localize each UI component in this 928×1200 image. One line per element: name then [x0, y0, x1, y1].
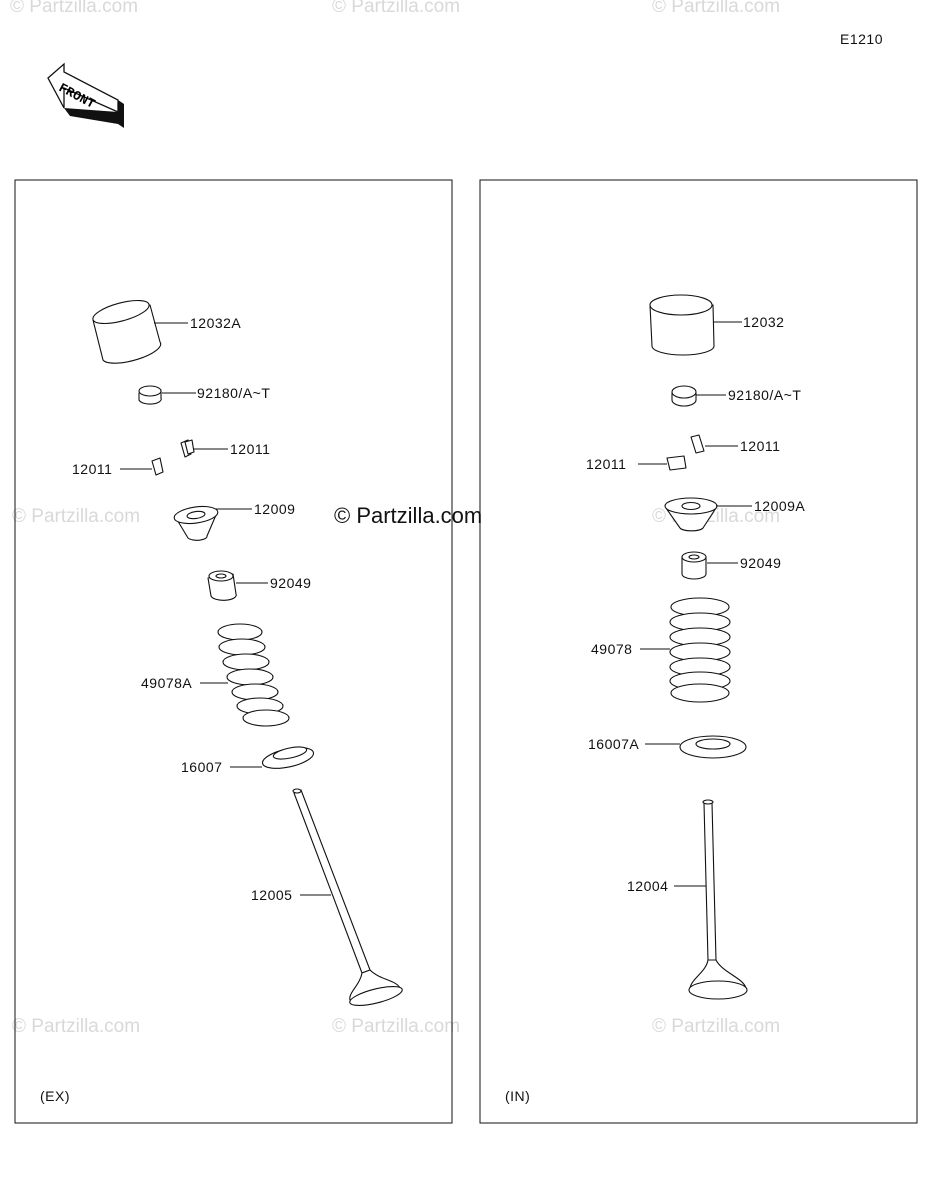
part-number: 92049: [270, 575, 311, 591]
valve-seal-icon: [681, 551, 707, 580]
watermark: © Partzilla.com: [332, 1016, 460, 1037]
part-number: 92180/A~T: [197, 385, 270, 401]
keeper-icon: [690, 434, 705, 454]
part-number: 92180/A~T: [728, 387, 801, 403]
part-number: 92049: [740, 555, 781, 571]
panel-tag: (EX): [40, 1088, 70, 1104]
spring-seat-icon: [679, 735, 747, 759]
exhaust-valve-icon: [292, 788, 403, 1006]
watermark: © Partzilla.com: [652, 1016, 780, 1037]
panel-tag: (IN): [505, 1088, 530, 1104]
part-number: 49078A: [141, 675, 192, 691]
valve-spring-icon: [217, 623, 290, 727]
part-number: 12005: [251, 887, 292, 903]
part-number: 12032: [743, 314, 784, 330]
part-number: 12011: [72, 461, 112, 477]
exhaust-panel: [14, 179, 453, 1124]
shim-icon: [671, 385, 697, 407]
watermarks: © Partzilla.com © Partzilla.com © Partzi…: [10, 0, 780, 1037]
part-number: 49078: [591, 641, 632, 657]
part-number: 12011: [740, 438, 780, 454]
valve-seal-icon: [207, 570, 237, 601]
front-arrow-icon: FRONT: [47, 62, 124, 128]
intake-parts: 12032 92180/A~T 12011 12011 12009A: [505, 294, 805, 1104]
keeper-icon: [666, 455, 687, 471]
part-number: 12032A: [190, 315, 241, 331]
watermark: © Partzilla.com: [652, 0, 780, 17]
exhaust-parts: 12032A 92180/A~T 12011 12011 12009: [40, 299, 403, 1104]
watermark: © Partzilla.com: [10, 0, 138, 17]
diagram-code: E1210: [840, 31, 883, 47]
spring-seat-icon: [261, 746, 315, 769]
intake-panel: [479, 179, 918, 1124]
tappet-icon: [92, 299, 162, 364]
part-number: 12011: [586, 456, 626, 472]
watermark: © Partzilla.com: [12, 506, 140, 527]
watermark: © Partzilla.com: [12, 1016, 140, 1037]
part-number: 16007A: [588, 736, 639, 752]
watermark: © Partzilla.com: [332, 0, 460, 17]
shim-icon: [138, 385, 162, 405]
part-number: 12011: [230, 441, 270, 457]
part-number: 12009: [254, 501, 295, 517]
retainer-icon: [664, 497, 718, 532]
part-number: 12004: [627, 878, 668, 894]
valve-spring-icon: [669, 597, 731, 703]
part-number: 16007: [181, 759, 222, 775]
keeper-icon: [151, 457, 164, 476]
retainer-icon: [173, 505, 219, 541]
brand-text: © Partzilla.com: [334, 503, 482, 528]
intake-valve-icon: [688, 799, 748, 1000]
tappet-icon: [649, 294, 715, 356]
part-number: 12009A: [754, 498, 805, 514]
